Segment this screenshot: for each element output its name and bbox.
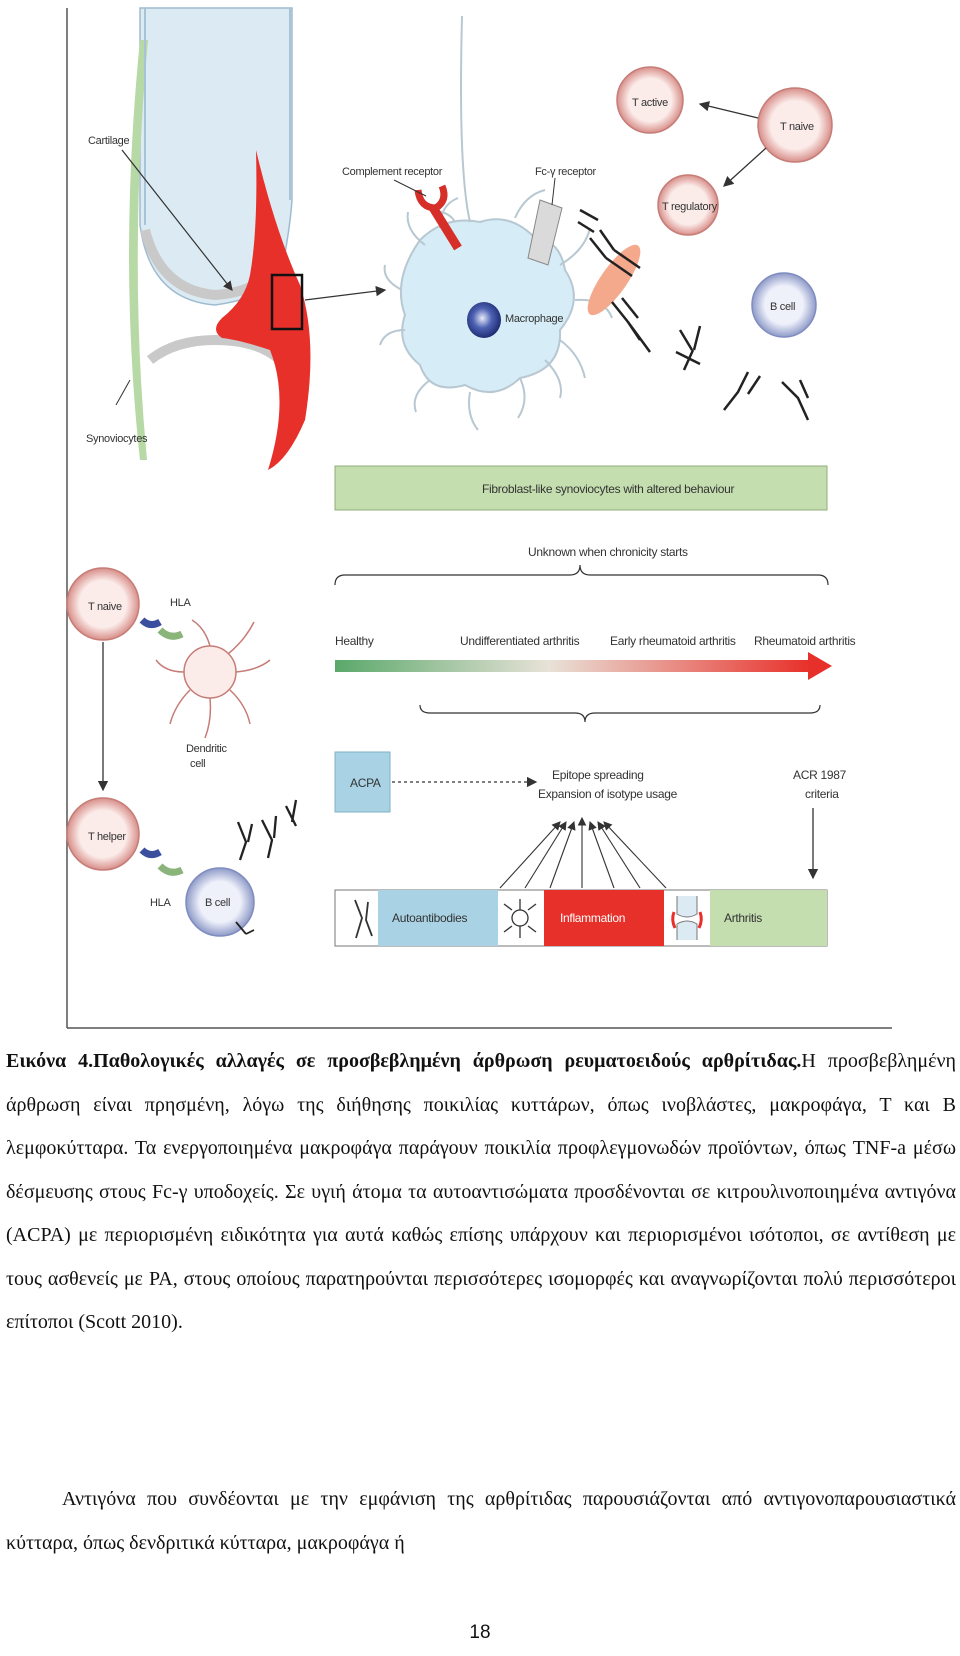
chronicity-label: Unknown when chronicity starts <box>528 545 688 559</box>
fibroblast-bar <box>334 465 828 511</box>
zoom-arrow <box>304 285 387 301</box>
hla-molecule-bottom <box>157 863 184 876</box>
acpa-box <box>334 751 391 813</box>
t-naive-label-top: T naive <box>780 121 814 133</box>
stage-ra: Rheumatoid arthritis <box>754 634 856 648</box>
joint-lower-cartilage <box>146 334 284 364</box>
b-cell-bottom <box>185 867 255 937</box>
arrow-naive-to-regulatory <box>723 147 767 187</box>
antibody-icon <box>236 799 298 861</box>
t-regulatory-label: T regulatory <box>662 201 718 213</box>
antibody-icon <box>354 899 373 939</box>
antibody-icon <box>723 371 762 411</box>
epitope-spreading-label: Epitope spreading <box>552 768 644 782</box>
joint-icon <box>671 896 703 940</box>
t-active-cell <box>616 66 684 134</box>
fc-pointer <box>551 177 556 206</box>
t-helper-label: T helper <box>88 831 126 843</box>
hla-molecule-top <box>157 627 184 640</box>
tcr-receptor-top <box>139 617 162 629</box>
cartilage-pointer <box>121 149 233 291</box>
antibody-icon <box>611 297 652 353</box>
antibody-icon <box>675 325 702 371</box>
complement-receptor-cup <box>414 184 448 212</box>
inflammation-segment <box>544 890 664 946</box>
antibody-icon <box>589 229 641 278</box>
antibody-icon <box>235 921 255 935</box>
dendritic-cell-label-1: Dendritic <box>186 743 228 755</box>
cartilage-label: Cartilage <box>88 135 130 147</box>
complement-receptor-stem <box>428 203 462 251</box>
arthritis-label: Arthritis <box>724 911 762 925</box>
b-cell-label-top: B cell <box>770 301 795 313</box>
caption-text: Η προσβεβλημένη άρθρωση είναι πρησμένη, … <box>6 1050 957 1333</box>
isotype-expansion-label: Expansion of isotype usage <box>538 787 678 801</box>
stage-bar: Autoantibodies Inflammation Arthritis <box>334 889 828 947</box>
macrophage-label: Macrophage <box>505 313 563 325</box>
autoantibodies-segment <box>378 890 498 946</box>
synovium-left <box>129 40 148 460</box>
joint-illustration: Cartilage Synoviocytes <box>86 7 387 470</box>
inflammation-label: Inflammation <box>560 911 625 925</box>
dendritic-cell <box>155 619 271 739</box>
chronicity-bracket <box>334 564 829 586</box>
t-cells-top: T active T naive T regulatory B cell <box>616 66 833 338</box>
arthritis-segment <box>710 890 827 946</box>
t-active-label: T active <box>632 97 668 109</box>
fc-receptor-label: Fc-γ receptor <box>535 166 597 178</box>
autoantibodies-label: Autoantibodies <box>392 911 467 925</box>
complement-pointer <box>393 179 427 197</box>
page-number: 18 <box>469 1622 491 1643</box>
t-naive-label-left: T naive <box>88 601 122 613</box>
fc-receptor <box>527 199 563 266</box>
synoviocytes-pointer <box>115 379 131 406</box>
b-cell-label-bottom: B cell <box>205 897 230 909</box>
fan-arrows <box>499 816 667 889</box>
acr-criteria-label-2: criteria <box>805 787 839 801</box>
complement-receptor-label: Complement receptor <box>342 166 443 178</box>
hla-label-bottom: HLA <box>150 897 171 909</box>
t-naive-cell-left <box>66 567 140 641</box>
zoom-box <box>270 273 304 331</box>
t-naive-cell-top <box>757 87 833 163</box>
antigen-presentation: T naive HLA Dendritic cell T helper HLA … <box>66 567 298 937</box>
dendritic-cell-label-2: cell <box>190 758 205 770</box>
b-cell-top <box>751 272 817 338</box>
t-regulatory-cell <box>657 174 719 236</box>
tcr-receptor-bottom <box>139 847 162 859</box>
stage-early-ra: Early rheumatoid arthritis <box>610 634 736 648</box>
timeline-arrowhead <box>808 652 832 680</box>
timeline-bar <box>335 660 810 672</box>
figure-caption: Εικόνα 4.Παθολογικές αλλαγές σε προσβεβλ… <box>6 1040 956 1345</box>
ra-pathology-figure: Cartilage Synoviocytes Macrophage Comple… <box>66 7 892 1029</box>
stage-healthy: Healthy <box>335 634 374 648</box>
hla-label-top: HLA <box>170 597 191 609</box>
arrow-naive-to-active <box>698 101 759 119</box>
antibody-icon <box>781 379 810 421</box>
stage-undifferentiated: Undifferentiated arthritis <box>460 634 580 648</box>
macrophage-nucleus <box>467 302 501 338</box>
acr-criteria-label-1: ACR 1987 <box>793 768 847 782</box>
tnf-ellipse <box>587 244 641 316</box>
t-helper-cell <box>66 797 140 871</box>
disease-timeline: Healthy Undifferentiated arthritis Early… <box>335 634 856 723</box>
antibody-icon <box>577 208 599 234</box>
fibroblast-bar-label: Fibroblast-like synoviocytes with altere… <box>482 482 734 496</box>
synovium-red <box>216 150 311 470</box>
antibodies-cluster <box>577 208 810 421</box>
acpa-label: ACPA <box>350 776 381 790</box>
dendritic-cell-icon <box>503 899 537 938</box>
macrophage: Macrophage Complement receptor Fc-γ rece… <box>342 15 613 431</box>
timeline-bracket <box>419 704 821 723</box>
body-paragraph: Αντιγόνα που συνδέονται με την εμφάνιση … <box>6 1488 956 1554</box>
caption-label: Εικόνα 4.Παθολογικές αλλαγές σε προσβεβλ… <box>6 1050 802 1072</box>
synoviocytes-label: Synoviocytes <box>86 433 148 445</box>
